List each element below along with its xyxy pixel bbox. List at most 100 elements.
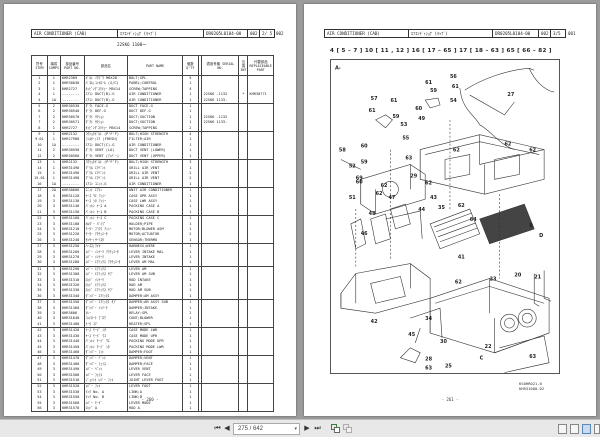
cell-comp: 1 (46, 131, 61, 138)
cell-jp: ﾚﾊﾞｰ ｴｱﾐｯｸｽ (83, 265, 129, 273)
cell-jp: ﾚﾊﾞｰ ｲﾝﾃｰｸ (83, 255, 129, 261)
cell-jp: ﾚﾊﾞｰ ｴｱﾐｯｸｽ ｻﾌﾞ (83, 272, 129, 278)
previous-view-icon[interactable] (331, 424, 340, 434)
cell-mark (238, 367, 249, 373)
cell-comp: 1 (46, 86, 61, 93)
cell-name: ROD INTAKE (126, 277, 184, 284)
continuous-view-icon[interactable] (570, 424, 579, 434)
cell-comp: 3 (46, 288, 61, 294)
callout-label: 48 (369, 211, 376, 217)
ref-code: DR0205L0104-00 (493, 30, 539, 37)
callout-label: 62 (381, 183, 388, 189)
cell-name: LEVER INTAKE (126, 255, 184, 261)
callout-label: 30 (440, 339, 447, 345)
cell-name: LEVER AM MAL (126, 260, 184, 267)
group-name: AIR CONDITIONER (CAB) (325, 30, 409, 37)
page-parts-list: AIR CONDITIONER (CAB) ｴｱｺﾝﾃﾞｨｼｮﾅ (ｷｬﾌﾞ) … (4, 4, 296, 416)
two-page-continuous-view-icon[interactable] (594, 424, 600, 434)
cell-name: DUCT VENT (LOWER) (126, 148, 184, 154)
cell-repl (247, 131, 274, 138)
cell-name: AIR CONDITIONER (126, 181, 184, 188)
cell-name: DUCT DEF-G (126, 109, 184, 115)
callout-label: 58 (339, 148, 346, 154)
two-page-view-icon[interactable] (582, 424, 591, 434)
first-page-icon[interactable]: ⏮ (214, 425, 221, 432)
cell-mark (238, 125, 249, 132)
cell-jp: ﾀﾞｸﾄ VENT (LO) (83, 148, 129, 154)
single-page-view-icon[interactable] (558, 424, 567, 434)
cell-repl (247, 249, 274, 255)
cell-mark (238, 327, 249, 334)
cell-jp: ﾀﾞｸﾄ VENT (ｱｯﾊﾟｰ) (83, 153, 129, 160)
callout-label: 59 (430, 88, 437, 94)
callout-label: 60 (415, 106, 422, 112)
cell-name: JOINT LEVER FOOT (126, 377, 184, 384)
figure-code-2: KHR31080-D2 (519, 385, 545, 391)
cell-mark (238, 165, 249, 171)
cell-name: ROD A (126, 405, 184, 413)
callout-label: 64 (470, 217, 477, 223)
page-header: AIR CONDITIONER (CAB) ｴｱｺﾝﾃﾞｨｼｮﾅ (ｷｬﾌﾞ) … (324, 29, 566, 38)
last-page-icon[interactable]: ⏭ (314, 425, 321, 432)
cell-mark (238, 181, 249, 188)
column-header: 部品名 (83, 55, 129, 76)
cell-repl (247, 232, 274, 238)
cell-name: ROD AM SUB (126, 288, 184, 294)
prev-page-icon[interactable]: ◀ (224, 425, 230, 432)
cell-mark (238, 405, 249, 413)
cell-comp: 3 (46, 372, 61, 378)
cell-comp: 1 (46, 81, 61, 87)
cell-jp: ﾛｯﾄﾞ A (83, 405, 129, 413)
next-view-icon[interactable] (343, 424, 352, 434)
callout-label: 62 (504, 142, 511, 148)
callout-label: 53 (400, 122, 407, 128)
cell-repl (247, 344, 274, 350)
cell-jp: ﾀﾞﾝﾊﾟｰ ﾌｪｲｽ (83, 361, 129, 368)
cell-repl (247, 395, 274, 401)
serial-note: 22SK6 1100～ (117, 42, 147, 47)
cell-comp: 3 (46, 316, 61, 322)
cell-mark (238, 277, 249, 284)
ref-code: DR0205L0104-00 (204, 30, 248, 37)
chevron-down-icon[interactable]: ▾ (294, 426, 297, 432)
cell-repl (247, 148, 274, 154)
page-number-field[interactable]: 275 / 642 ▾ (233, 423, 300, 435)
next-page-icon[interactable]: ▶ (304, 425, 310, 432)
cell-name: BOLT;HIGH STRENGTH (126, 131, 184, 138)
cell-jp: ｺﾝﾄﾛｰﾗ ﾌﾞﾛﾜ (83, 316, 129, 322)
cell-comp: 3 (46, 299, 61, 306)
cell-name: PACKING MODE UPR (126, 339, 184, 345)
cell-repl (247, 277, 274, 284)
cell-name: AIR CONDITIONER (126, 92, 184, 98)
cell-jp: ﾚﾊﾞｰ ｲﾝﾃｰｸ ｱｸﾁｭｴｰﾀ (83, 249, 129, 255)
callout-label: 34 (425, 316, 432, 322)
cell-comp: 2 (46, 114, 61, 121)
page-of: 2/ 5 (262, 31, 273, 36)
cell-repl (247, 103, 274, 110)
cell-jp: ﾚﾊﾞｰ ﾌｯﾄ (83, 383, 129, 390)
cell-name: PACKING CASE A (126, 204, 184, 210)
cell-comp: 1 (46, 75, 61, 82)
cell-repl (247, 405, 274, 413)
callout-label: 27 (507, 92, 514, 98)
cell-repl (247, 81, 274, 87)
navigation-toolbar: ⏮ ◀ 275 / 642 ▾ ▶ ⏭ (0, 419, 600, 437)
callout-label: 62 (455, 279, 462, 285)
cell-comp: 3 (46, 383, 61, 390)
cell-jp: ｸﾞﾘﾙ ｴｱﾍﾞﾝﾄ (83, 176, 129, 182)
cell-name: SENSOR;THERMO (126, 237, 184, 244)
cell-jp: ｺｳﾘｮｸﾎﾞﾙﾄ (P'F'F) (83, 159, 129, 166)
cell-jp: ﾀﾞﾝﾊﾟｰ ｲﾝﾃｰｸ (83, 305, 129, 312)
